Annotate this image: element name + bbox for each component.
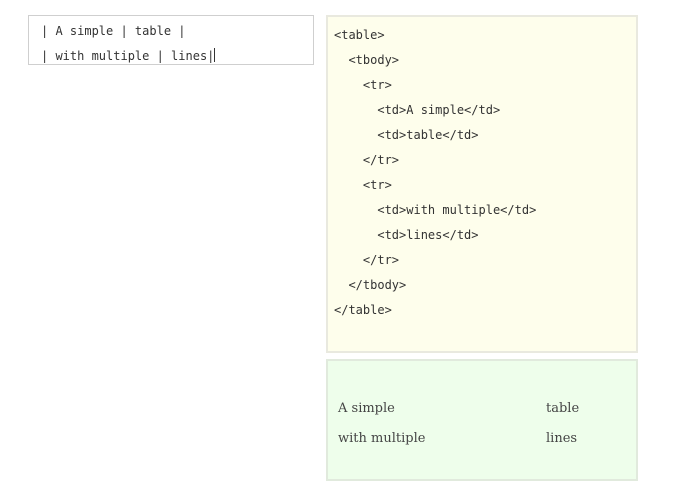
html-line-3: <tr> <box>334 78 392 92</box>
html-output-panel: <table> <tbody> <tr> <td>A simple</td> <… <box>326 15 638 353</box>
table-cell: A simple <box>338 401 395 416</box>
table-cell: table <box>546 401 580 416</box>
rendered-preview-panel: A simple table with multiple lines <box>326 359 638 481</box>
html-line-1: <table> <box>334 28 385 42</box>
html-line-12: </table> <box>334 303 392 317</box>
html-line-7: <tr> <box>334 178 392 192</box>
html-line-9: <td>lines</td> <box>334 228 479 242</box>
text-caret <box>214 48 216 62</box>
table-row: with multiple lines <box>338 424 579 454</box>
html-line-11: </tbody> <box>334 278 407 292</box>
html-line-5: <td>table</td> <box>334 128 479 142</box>
table-row: A simple table <box>338 394 579 424</box>
html-line-8: <td>with multiple</td> <box>334 203 537 217</box>
source-line-1[interactable]: | A simple | table | <box>41 24 186 38</box>
source-line-2-text[interactable]: | with multiple | lines| <box>41 49 215 63</box>
table-cell: with multiple <box>338 431 426 446</box>
html-line-10: </tr> <box>334 253 400 267</box>
html-line-4: <td>A simple</td> <box>334 103 501 117</box>
markdown-source-editor[interactable]: | A simple | table | | with multiple | l… <box>28 15 314 65</box>
table-cell: lines <box>546 431 578 446</box>
source-line-2[interactable]: | with multiple | lines| <box>41 44 313 69</box>
html-line-2: <tbody> <box>334 53 400 67</box>
rendered-table: A simple table with multiple lines <box>338 394 579 454</box>
html-line-6: </tr> <box>334 153 400 167</box>
